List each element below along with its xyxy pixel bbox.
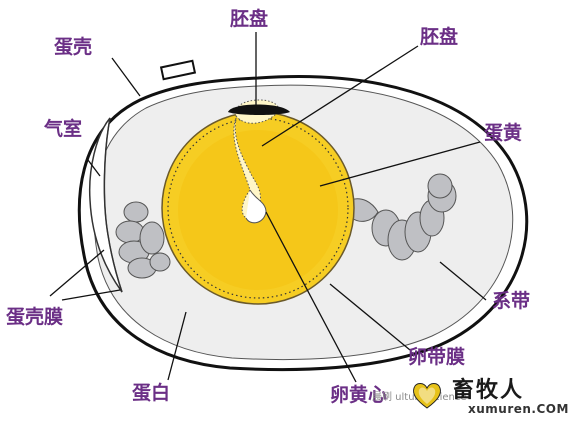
chalaza-right (349, 173, 457, 261)
leader-lines (49, 32, 487, 383)
label-latebra: 卵黄心 (330, 384, 388, 406)
label-chalaza: 系带 (492, 290, 531, 312)
watermark: 晨刷 ulture Science 畜牧人 xumuren.COM (372, 377, 568, 418)
chalaza-left (115, 201, 171, 279)
label-chalaziferous-membrane: 卵带膜 (408, 346, 466, 368)
heart-logo-icon (413, 383, 441, 409)
label-blastoderm-top: 胚盘 (230, 8, 269, 30)
blastoderm (228, 104, 290, 115)
label-albumen: 蛋白 (132, 382, 171, 404)
shell-membrane (103, 117, 123, 293)
watermark-brand: 畜牧人 (452, 377, 525, 403)
label-air-cell: 气室 (44, 118, 83, 140)
shell-mark (159, 59, 197, 81)
label-blastoderm-right: 胚盘 (420, 26, 459, 48)
label-eggshell: 蛋壳 (54, 36, 93, 58)
label-yolk: 蛋黄 (484, 122, 523, 144)
watermark-site: xumuren.COM (468, 402, 569, 416)
label-shell-membrane: 蛋壳膜 (6, 306, 64, 328)
